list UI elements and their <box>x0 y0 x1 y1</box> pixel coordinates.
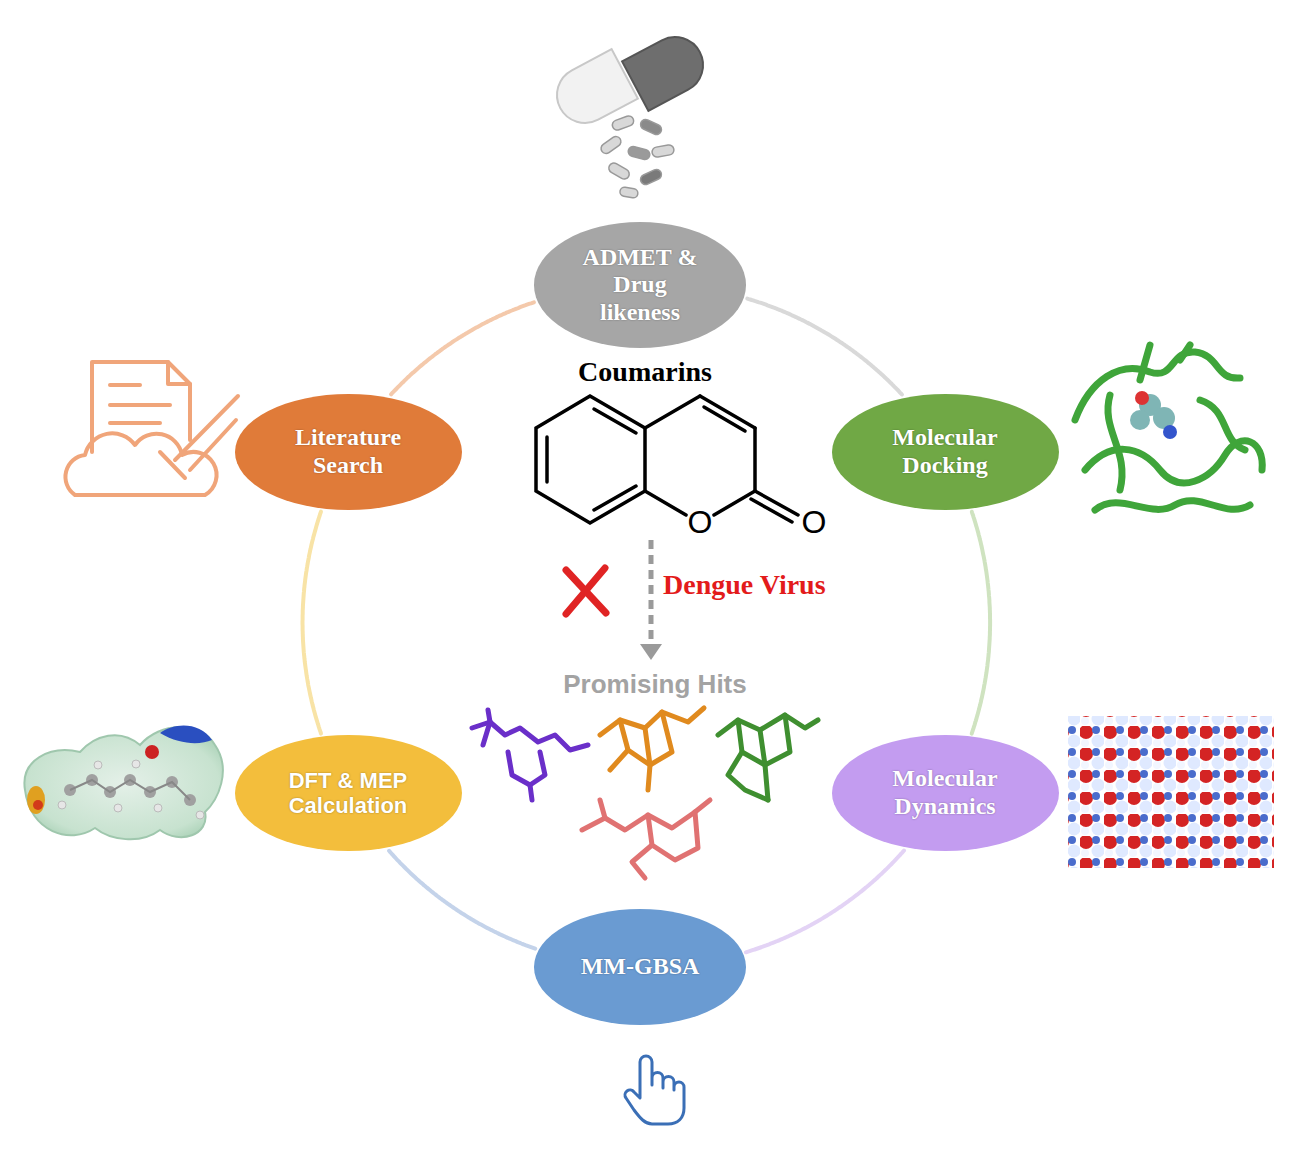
atom-label: O <box>802 505 827 540</box>
step-label: ADMET & Drug likeness <box>578 244 703 327</box>
document-icon <box>65 362 238 495</box>
step-label: DFT & MEP Calculation <box>273 768 423 819</box>
step-text-group: Molecular Dynamics <box>870 765 1020 820</box>
ring-arc <box>303 512 322 734</box>
step-ellipse: ADMET & Drug likeness <box>534 222 746 348</box>
coumarin-structure <box>536 396 798 523</box>
water-box <box>1068 716 1274 868</box>
dashed-arrow <box>640 540 662 660</box>
step-ellipse: Molecular Docking <box>832 394 1059 510</box>
inhibition-cross <box>566 568 606 614</box>
compound-title: Coumarins <box>578 357 712 388</box>
protein-structure <box>1075 345 1262 510</box>
ring-arc <box>391 302 534 394</box>
step-ellipse: DFT & MEP Calculation <box>235 735 462 851</box>
ligand-spheres <box>1130 391 1177 439</box>
hits-label: Promising Hits <box>563 670 746 699</box>
step-text-group: ADMET & Drug likeness <box>578 244 703 327</box>
step-text-group: MM-GBSA <box>581 953 700 981</box>
step-text-group: Molecular Docking <box>870 424 1020 479</box>
step-label: Molecular Dynamics <box>870 765 1020 820</box>
ring-arc <box>972 512 990 734</box>
mep-surface <box>24 725 222 839</box>
target-label: Dengue Virus <box>663 570 826 601</box>
capsule-icon <box>547 27 713 198</box>
step-text-group: DFT & MEP Calculation <box>273 768 423 819</box>
step-label: Molecular Docking <box>870 424 1020 479</box>
atom-label: O <box>688 505 713 540</box>
step-label: Literature Search <box>273 424 423 479</box>
hit-molecules <box>472 708 818 878</box>
step-ellipse: MM-GBSA <box>534 909 746 1025</box>
step-ellipse: Literature Search <box>235 394 462 510</box>
step-text-group: Literature Search <box>273 424 423 479</box>
hand-cursor <box>625 1056 684 1124</box>
ring-arc <box>389 851 535 949</box>
ring-arc <box>746 851 904 953</box>
ring-arc <box>747 299 902 395</box>
step-ellipse: Molecular Dynamics <box>832 735 1059 851</box>
step-label: MM-GBSA <box>581 953 700 981</box>
